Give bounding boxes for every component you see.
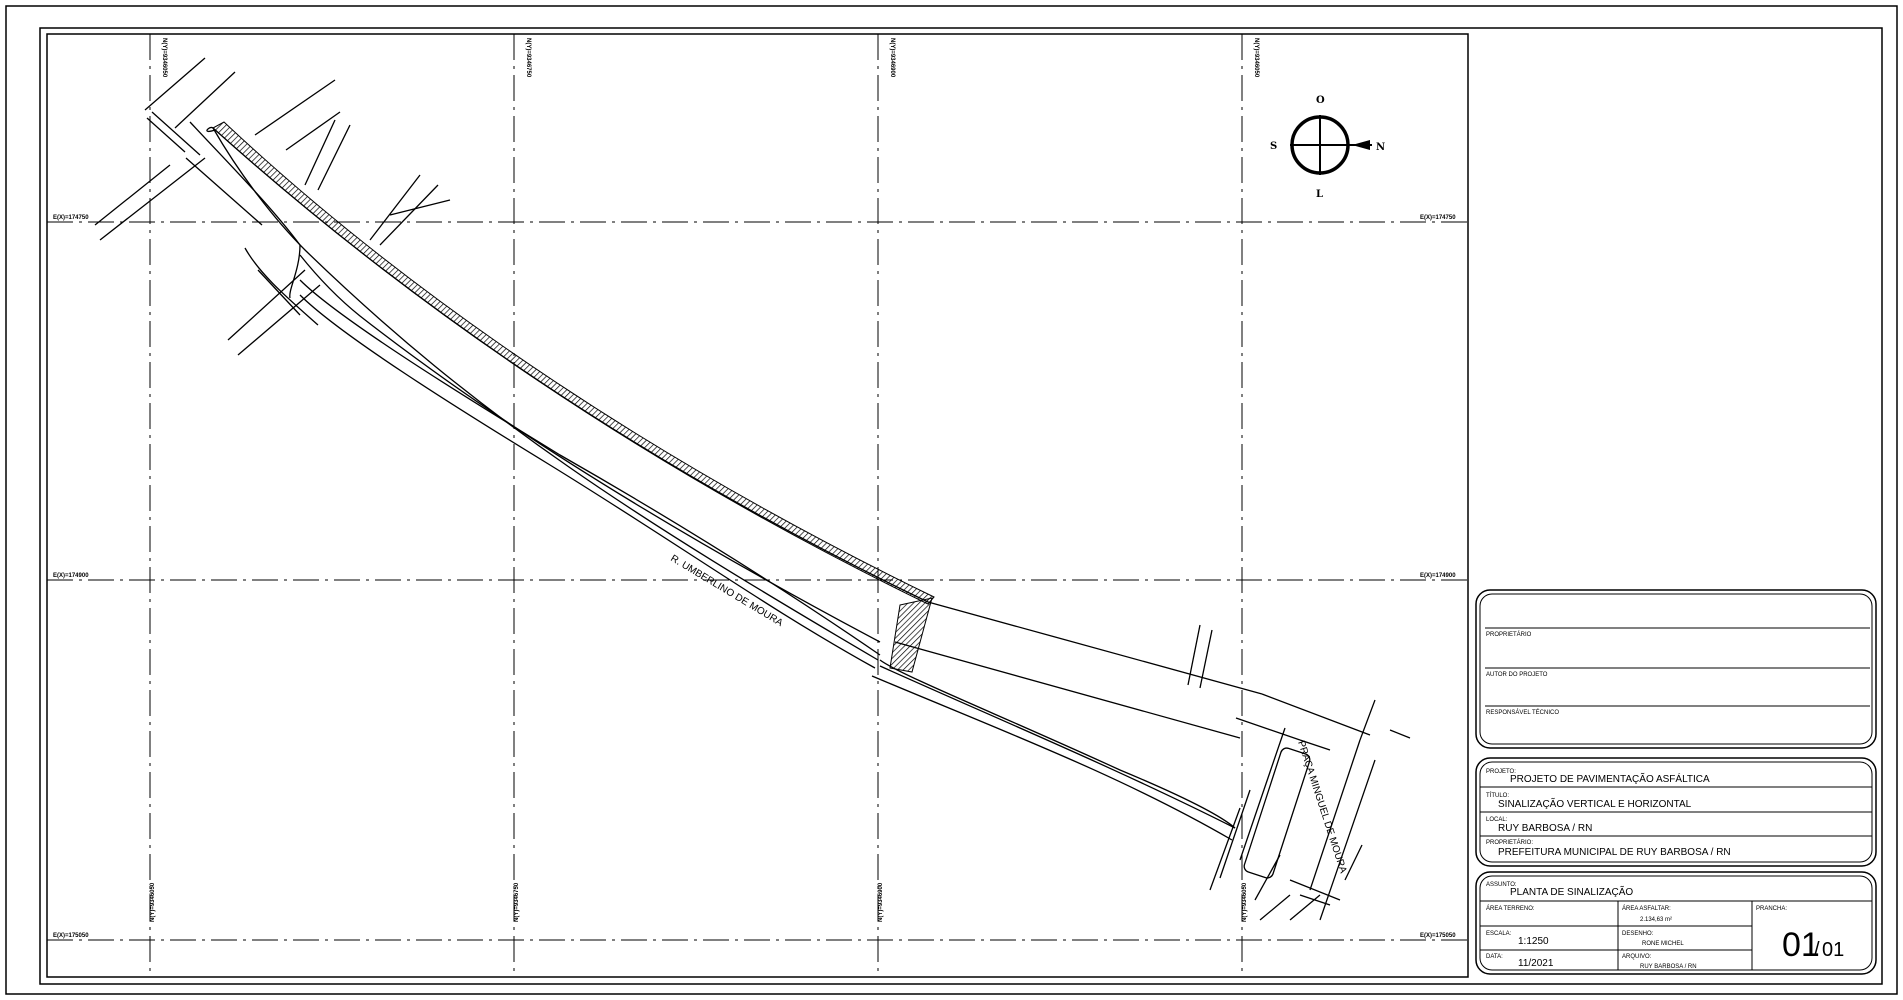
data-label: DATA: — [1486, 954, 1503, 960]
east-grid-labels: E(X)=174750 E(X)=174900 E(X)=175050 E(X)… — [53, 215, 1456, 939]
grid-label-n4-bottom: N(Y)=9346050 — [1242, 882, 1248, 922]
local-label: LOCAL: — [1486, 817, 1508, 823]
data-value: 11/2021 — [1518, 958, 1554, 969]
arquivo-value: RUY BARBOSA / RN — [1640, 964, 1697, 970]
desenho-value: RONE MICHEL — [1642, 941, 1684, 947]
area-asfaltar-value: 2.134,63 m² — [1640, 917, 1672, 923]
area-terreno-label: ÁREA TERRENO: — [1486, 905, 1535, 912]
main-road-north-edge — [212, 127, 929, 603]
project-block: PROJETO: PROJETO DE PAVIMENTAÇÃO ASFÁLTI… — [1475, 757, 1877, 867]
author-label: AUTOR DO PROJETO — [1486, 672, 1548, 678]
branch-road-north — [927, 601, 1263, 695]
grid-label-e2: E(X)=174900 — [53, 573, 89, 579]
prancha-total: 01 — [1822, 939, 1844, 961]
escala-value: 1:1250 — [1518, 936, 1549, 947]
grid-label-e2-right: E(X)=174900 — [1420, 573, 1456, 579]
escala-label: ESCALA: — [1486, 931, 1512, 937]
square-area — [1187, 624, 1411, 921]
grid-label-n1-bottom: N(Y)=9346050 — [150, 882, 156, 922]
project-value: PROJETO DE PAVIMENTAÇÃO ASFÁLTICA — [1510, 772, 1710, 785]
street-name-main: R. UMBERLINO DE MOURA — [668, 553, 784, 629]
cross-streets — [94, 57, 451, 356]
project-label: PROJETO: — [1486, 769, 1516, 775]
prancha-slash: / — [1814, 939, 1820, 961]
owner2-value: PREFEITURA MUNICIPAL DE RUY BARBOSA / RN — [1498, 847, 1731, 858]
grid-label-n3: N(Y)=9346900 — [889, 38, 895, 78]
compass-right: N — [1376, 142, 1385, 153]
compass-rose: O L S N — [1270, 95, 1385, 200]
sheet-block: ASSUNTO: PLANTA DE SINALIZAÇÃO ÁREA TERR… — [1475, 871, 1877, 975]
prancha-main: 01 — [1782, 926, 1820, 964]
side-edge — [244, 247, 319, 326]
grid-label-e1: E(X)=174750 — [53, 215, 89, 221]
grid-label-n4: N(Y)=9346050 — [1253, 38, 1259, 78]
compass-bottom: L — [1316, 189, 1323, 200]
compass-left: S — [1270, 141, 1277, 152]
grid-label-e3: E(X)=175050 — [53, 933, 89, 939]
inner-frame — [39, 27, 1883, 985]
grid-label-n1: N(Y)=9346050 — [161, 38, 167, 78]
road-lines — [189, 121, 1263, 841]
coordinate-grid — [47, 34, 1468, 977]
tech-label: RESPONSÁVEL TÉCNICO — [1486, 709, 1559, 716]
junction-edge — [189, 121, 301, 246]
owner2-label: PROPRIETÁRIO: — [1486, 839, 1533, 846]
north-grid-labels: N(Y)=9346050 N(Y)=9346750 N(Y)=9346900 N… — [150, 38, 1259, 922]
map-frame — [46, 33, 1469, 978]
grid-label-n3-bottom: N(Y)=9346900 — [878, 882, 884, 922]
local-value: RUY BARBOSA / RN — [1498, 823, 1592, 834]
desenho-label: DESENHO: — [1622, 931, 1654, 937]
grid-label-e3-right: E(X)=175050 — [1420, 933, 1456, 939]
prancha-label: PRANCHA: — [1756, 906, 1787, 912]
hatched-sidewalk — [212, 121, 935, 605]
grid-label-e1-right: E(X)=174750 — [1420, 215, 1456, 221]
signature-block: PROPRIETÁRIO AUTOR DO PROJETO RESPONSÁVE… — [1475, 589, 1877, 749]
title-label: TÍTULO: — [1486, 792, 1509, 799]
area-asfaltar-label: ÁREA ASFALTAR: — [1622, 905, 1671, 912]
main-road-offset — [299, 254, 881, 643]
branch-road-south — [894, 641, 1241, 739]
outer-frame — [5, 5, 1898, 995]
grid-label-n2-bottom: N(Y)=9346750 — [514, 882, 520, 922]
owner-label: PROPRIETÁRIO — [1486, 631, 1532, 638]
compass-top: O — [1316, 95, 1325, 106]
grid-label-n2: N(Y)=9346750 — [525, 38, 531, 78]
hatched-crosswalk — [889, 597, 933, 673]
main-road-east-edge — [879, 665, 1236, 829]
subject-value: PLANTA DE SINALIZAÇÃO — [1510, 885, 1633, 898]
title-value: SINALIZAÇÃO VERTICAL E HORIZONTAL — [1498, 797, 1692, 810]
subject-label: ASSUNTO: — [1486, 882, 1517, 888]
arquivo-label: ARQUIVO: — [1622, 954, 1652, 960]
